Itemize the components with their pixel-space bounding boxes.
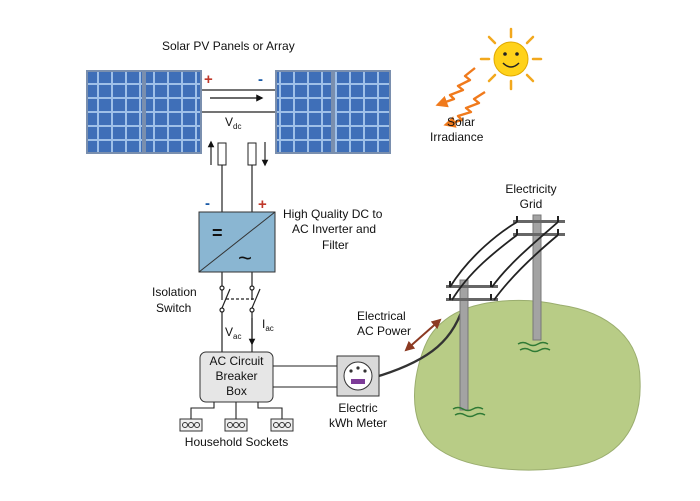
power-flow-arrow	[404, 318, 442, 352]
dc-fuse-right	[247, 142, 257, 166]
breaker-label-line1: AC Circuit	[209, 354, 264, 368]
breaker-label-line3: Box	[226, 384, 247, 398]
inverter-label-line1: High Quality DC to	[283, 207, 383, 221]
inverter-dc-symbol: =	[212, 223, 223, 243]
pv-panel-4	[333, 70, 391, 154]
isolation-label-line1: Isolation	[152, 285, 197, 299]
inverter-ac-symbol: ~	[238, 245, 252, 272]
grid-label-line1: Electricity	[505, 182, 556, 196]
pv-array-label: Solar PV Panels or Array	[162, 39, 295, 53]
smiling-sun-icon	[479, 27, 543, 91]
grid-label-line2: Grid	[520, 197, 543, 211]
inverter-label-line2: AC Inverter and	[292, 222, 376, 236]
grass-tufts	[452, 341, 551, 418]
kwh-meter-icon	[336, 355, 380, 397]
iac-label: Iac	[262, 317, 274, 333]
irradiance-label-line1: Solar	[447, 115, 475, 129]
grid-cables	[449, 221, 559, 301]
breaker-to-meter-wiring	[273, 365, 337, 388]
irradiance-arrow-lower	[443, 90, 486, 128]
isolation-switch	[219, 285, 261, 313]
ground-island	[414, 299, 641, 471]
vdc-label: Vdc	[225, 115, 241, 131]
meter-label-line1: Electric	[338, 401, 377, 415]
ac-power-label-line2: AC Power	[357, 324, 411, 338]
panel-minus-sign: -	[258, 71, 263, 88]
irradiance-label-line2: Irradiance	[430, 130, 484, 144]
pv-panel-2	[144, 70, 202, 154]
irradiance-arrow-upper	[435, 67, 476, 108]
power-socket-icon	[224, 418, 248, 432]
pv-panel-1	[86, 70, 144, 154]
sockets-label: Household Sockets	[185, 435, 288, 449]
power-socket-icon	[179, 418, 203, 432]
utility-pole-back	[513, 214, 565, 341]
panel-plus-sign: +	[204, 71, 213, 88]
meter-label-line2: kWh Meter	[329, 416, 387, 430]
inverter-label-line3: Filter	[322, 238, 349, 252]
inverter-box	[198, 211, 276, 273]
breaker-label-line2: Breaker	[215, 369, 257, 383]
pv-panel-3	[275, 70, 333, 154]
socket-wiring	[190, 402, 283, 419]
vac-label: Vac	[225, 325, 241, 341]
inverter-minus-sign: -	[205, 195, 210, 212]
ac-power-label-line1: Electrical	[357, 309, 406, 323]
inverter-plus-sign: +	[258, 196, 267, 213]
dc-fuse-left	[217, 142, 227, 166]
power-socket-icon	[270, 418, 294, 432]
isolation-label-line2: Switch	[156, 301, 191, 315]
